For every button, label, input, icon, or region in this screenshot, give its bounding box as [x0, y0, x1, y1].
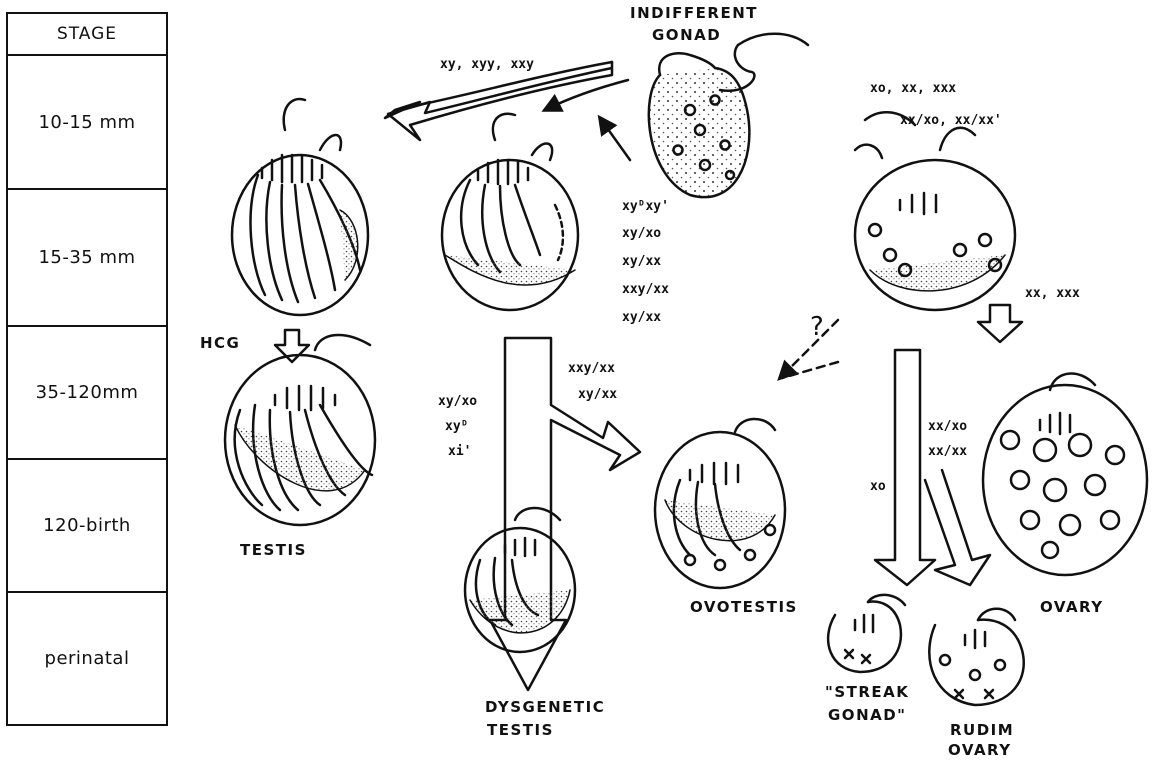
ovotestis-label: OVOTESTIS: [690, 598, 798, 616]
testis-early-drawing: [232, 99, 368, 315]
ovotestis-drawing: [655, 419, 785, 588]
geno-mid-5: xy/xx: [622, 310, 661, 325]
geno-top-left: xy, xyy, xxy: [440, 57, 534, 72]
indifferent-label-1: INDIFFERENT: [630, 4, 758, 22]
ovary-label: OVARY: [1040, 598, 1104, 616]
intermediate-gonad-drawing: [442, 114, 578, 310]
testis-drawing: [225, 335, 375, 525]
streak-label-2: GONAD": [828, 706, 907, 724]
geno-right-1: xxy/xx: [568, 361, 615, 376]
testis-label: TESTIS: [240, 541, 307, 559]
indifferent-gonad-drawing: [649, 34, 808, 197]
streak-label-1: "STREAK: [825, 683, 909, 701]
geno-mid-3: xy/xx: [622, 254, 661, 269]
rudim-label-1: RUDIM: [950, 721, 1014, 739]
geno-left-1: xy/xo: [438, 394, 477, 409]
ovary-drawing: [983, 374, 1147, 575]
geno-right-2: xy/xx: [578, 387, 617, 402]
geno-ovary-arrow: xx, xxx: [1025, 286, 1080, 301]
rudim-ovary-drawing: [929, 609, 1023, 705]
geno-xxxo-2: xx/xx: [928, 444, 967, 459]
geno-left-3: xi': [448, 444, 471, 459]
geno-xxxo-1: xx/xo: [928, 419, 967, 434]
intermediate-ovary-drawing: [855, 112, 1015, 310]
dysgenetic-testis-drawing: [465, 508, 575, 652]
indifferent-label-2: GONAD: [652, 26, 721, 44]
geno-xo: xo: [870, 479, 886, 494]
geno-top-right-1: xo, xx, xxx: [870, 81, 956, 96]
rudim-label-2: OVARY: [948, 741, 1012, 759]
dysgenetic-label-1: DYSGENETIC: [485, 698, 605, 716]
geno-mid-1: xyᴰxy': [622, 199, 669, 214]
geno-left-2: xyᴰ: [445, 419, 468, 434]
hcg-label: HCG: [200, 334, 240, 352]
geno-top-right-2: xx/xo, xx/xx': [900, 113, 1002, 128]
question-mark: ?: [810, 312, 824, 342]
dysgenetic-label-2: TESTIS: [487, 721, 554, 739]
geno-mid-2: xy/xo: [622, 226, 661, 241]
streak-gonad-drawing: [828, 595, 905, 672]
geno-mid-4: xxy/xx: [622, 282, 669, 297]
